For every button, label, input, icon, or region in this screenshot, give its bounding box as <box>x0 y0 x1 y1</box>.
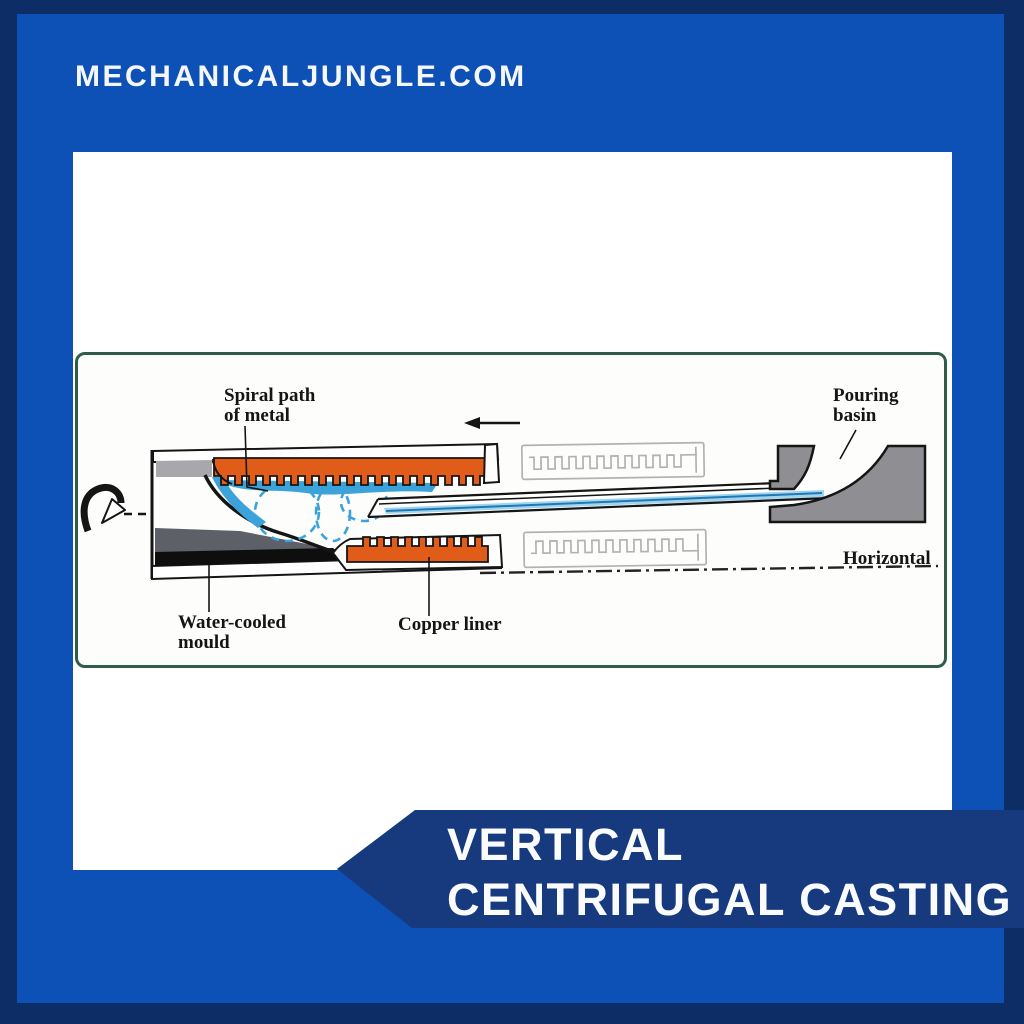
cavity-curve <box>203 474 345 558</box>
page-title: VERTICAL CENTRIFUGAL CASTING <box>447 819 1013 925</box>
ghost-liner-top <box>520 441 706 481</box>
leader-pouring-basin <box>839 429 857 460</box>
frame-left-strip <box>0 0 17 1024</box>
leader-lines <box>208 425 857 616</box>
label-pouring-basin: Pouring basin <box>833 385 899 426</box>
label-water-cooled-mould: Water-cooled mould <box>178 612 286 653</box>
rotation-arrow-icon <box>80 484 152 533</box>
water-jacket-black-strip <box>155 548 349 566</box>
liner-throat-lip <box>212 458 233 485</box>
label-copper-liner: Copper liner <box>398 614 502 635</box>
mould-top-gray-strip <box>156 461 212 477</box>
frame-top-strip <box>0 0 1024 14</box>
pouring-spout <box>367 481 830 519</box>
copper-liner-top <box>213 457 487 486</box>
frame-bottom-strip <box>0 1003 1024 1024</box>
top-channel-end-cap <box>482 442 501 485</box>
ghost-liner-bottom <box>522 528 708 569</box>
mould-bottom-gray-wedge <box>155 528 333 554</box>
label-spiral-path: Spiral path of metal <box>224 385 316 426</box>
horizontal-centerline <box>479 564 939 575</box>
site-title: MECHANICALJUNGLE.COM <box>75 60 527 93</box>
frame-right-strip <box>1004 0 1024 1024</box>
copper-liner-bottom <box>346 536 489 563</box>
direction-left-arrow <box>464 417 520 429</box>
pouring-basin-shape <box>768 444 927 524</box>
title-banner: VERTICAL CENTRIFUGAL CASTING <box>336 810 1024 928</box>
label-horizontal: Horizontal <box>843 548 931 569</box>
metal-film-on-curve <box>212 477 266 528</box>
leader-spiral-path <box>244 425 269 492</box>
